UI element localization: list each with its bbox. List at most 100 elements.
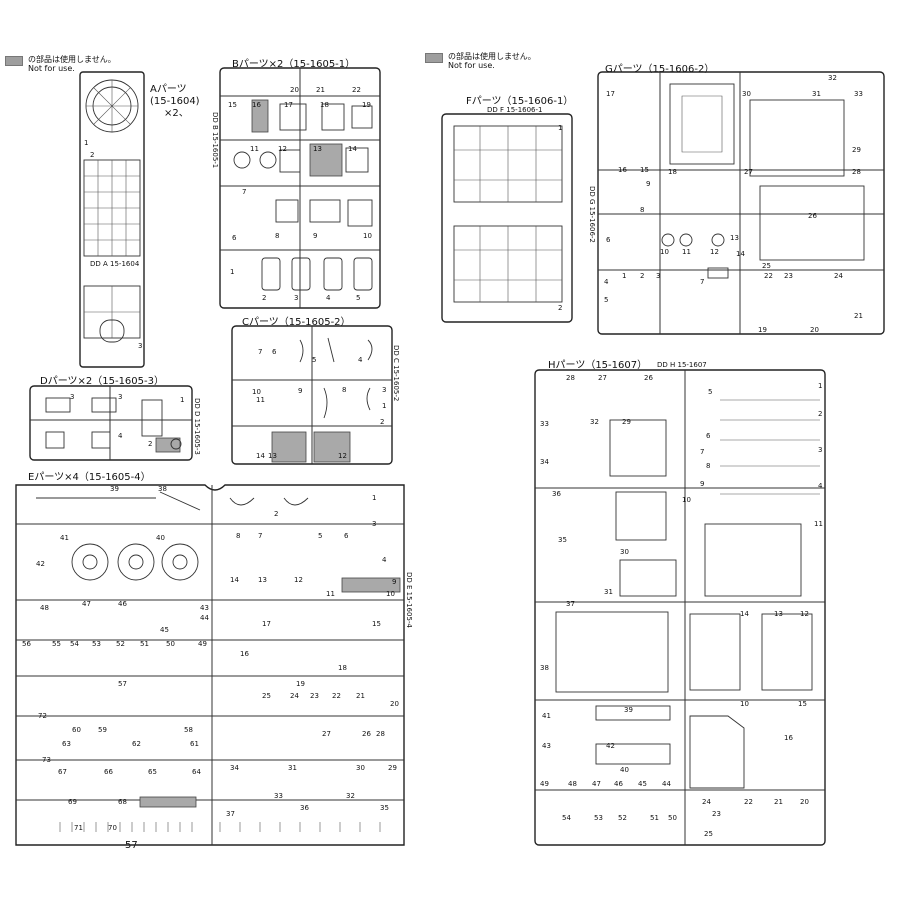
part-number-g-10: 10 bbox=[660, 248, 669, 256]
part-number-e-25: 25 bbox=[262, 692, 271, 700]
part-number-d-4: 4 bbox=[118, 432, 123, 440]
part-number-h-39: 39 bbox=[624, 706, 633, 714]
part-number-e-38: 38 bbox=[158, 485, 167, 493]
part-number-e-69: 69 bbox=[68, 798, 77, 806]
sprue-c-tag: DD C 15-1605-2 bbox=[392, 345, 400, 402]
part-number-h-36: 36 bbox=[552, 490, 561, 498]
part-number-e-19: 19 bbox=[296, 680, 305, 688]
sprue-g-tag: DD G 15-1606-2 bbox=[588, 186, 596, 243]
part-number-g-22: 22 bbox=[764, 272, 773, 280]
part-number-g-32: 32 bbox=[828, 74, 837, 82]
sprue-d-diagram bbox=[29, 385, 193, 461]
part-number-h-30: 30 bbox=[620, 548, 629, 556]
part-number-b-13: 13 bbox=[313, 145, 322, 153]
part-number-g-20: 20 bbox=[810, 326, 819, 334]
part-number-g-8: 8 bbox=[640, 206, 645, 214]
sprue-f-tag: DD F 15-1606-1 bbox=[487, 106, 543, 114]
part-number-h-54: 54 bbox=[562, 814, 571, 822]
part-number-h-37: 37 bbox=[566, 600, 575, 608]
part-number-c-8: 8 bbox=[342, 386, 347, 394]
part-number-b-19: 19 bbox=[362, 101, 371, 109]
part-number-e-11: 11 bbox=[326, 590, 335, 598]
part-number-a-3: 3 bbox=[138, 342, 143, 350]
part-number-b-6: 6 bbox=[232, 234, 237, 242]
part-number-e-10: 10 bbox=[386, 590, 395, 598]
part-number-b-18: 18 bbox=[320, 101, 329, 109]
part-number-g-18: 18 bbox=[668, 168, 677, 176]
part-number-b-4: 4 bbox=[326, 294, 331, 302]
part-number-g-1: 1 bbox=[622, 272, 627, 280]
part-number-h-31: 31 bbox=[604, 588, 613, 596]
part-number-e-53: 53 bbox=[92, 640, 101, 648]
part-number-e-43: 43 bbox=[200, 604, 209, 612]
part-number-g-30: 30 bbox=[742, 90, 751, 98]
part-number-e-46: 46 bbox=[118, 600, 127, 608]
part-number-b-20: 20 bbox=[290, 86, 299, 94]
part-number-h-41: 41 bbox=[542, 712, 551, 720]
part-number-h-34: 34 bbox=[540, 458, 549, 466]
part-number-d-3b: 3 bbox=[118, 393, 123, 401]
part-number-c-4: 4 bbox=[358, 356, 363, 364]
part-number-h-24: 24 bbox=[702, 798, 711, 806]
part-number-b-5: 5 bbox=[356, 294, 361, 302]
part-number-e-71: 71 bbox=[74, 824, 83, 832]
part-number-g-17: 17 bbox=[606, 90, 615, 98]
legend-jp: の部品は使用しません。 bbox=[448, 52, 536, 61]
part-number-h-35: 35 bbox=[558, 536, 567, 544]
part-number-c-12: 12 bbox=[338, 452, 347, 460]
part-number-b-21: 21 bbox=[316, 86, 325, 94]
part-number-b-22: 22 bbox=[352, 86, 361, 94]
part-number-e-65: 65 bbox=[148, 768, 157, 776]
sprue-c-title: Cパーツ（15-1605-2） bbox=[242, 317, 351, 328]
part-number-e-57: 57 bbox=[118, 680, 127, 688]
part-number-b-16: 16 bbox=[252, 101, 261, 109]
sprue-g-title: Gパーツ（15-1606-2） bbox=[605, 64, 715, 75]
part-number-e-49: 49 bbox=[198, 640, 207, 648]
part-number-b-12: 12 bbox=[278, 145, 287, 153]
part-number-e-64: 64 bbox=[192, 768, 201, 776]
part-number-h-23: 23 bbox=[712, 810, 721, 818]
part-number-h-33: 33 bbox=[540, 420, 549, 428]
legend-en: Not for use. bbox=[448, 61, 495, 70]
legend-jp: の部品は使用しません。 bbox=[28, 55, 116, 64]
part-number-g-27: 27 bbox=[744, 168, 753, 176]
part-number-e-9: 9 bbox=[392, 578, 397, 586]
part-number-e-44: 44 bbox=[200, 614, 209, 622]
part-number-h-14: 14 bbox=[740, 610, 749, 618]
part-number-h-12: 12 bbox=[800, 610, 809, 618]
part-number-e-62: 62 bbox=[132, 740, 141, 748]
part-number-g-24: 24 bbox=[834, 272, 843, 280]
part-number-e-6: 6 bbox=[344, 532, 349, 540]
part-number-h-44: 44 bbox=[662, 780, 671, 788]
part-number-f-1: 1 bbox=[558, 124, 563, 132]
part-number-h-11: 11 bbox=[814, 520, 823, 528]
part-number-h-40: 40 bbox=[620, 766, 629, 774]
part-number-g-7: 7 bbox=[700, 278, 705, 286]
sprue-c-diagram bbox=[231, 325, 393, 465]
part-number-g-26: 26 bbox=[808, 212, 817, 220]
part-number-d-3a: 3 bbox=[70, 393, 75, 401]
part-number-g-15: 15 bbox=[640, 166, 649, 174]
sprue-a-title: Aパーツ (15-1604) ×2、 bbox=[150, 84, 200, 119]
part-number-h-43: 43 bbox=[542, 742, 551, 750]
part-number-h-28: 28 bbox=[566, 374, 575, 382]
part-number-e-45: 45 bbox=[160, 626, 169, 634]
sprue-h-diagram bbox=[534, 369, 826, 846]
part-number-e-16: 16 bbox=[240, 650, 249, 658]
part-number-h-47: 47 bbox=[592, 780, 601, 788]
part-number-b-9: 9 bbox=[313, 232, 318, 240]
part-number-h-2: 2 bbox=[818, 410, 823, 418]
part-number-e-72: 72 bbox=[38, 712, 47, 720]
part-number-g-23: 23 bbox=[784, 272, 793, 280]
part-number-g-12: 12 bbox=[710, 248, 719, 256]
part-number-e-17: 17 bbox=[262, 620, 271, 628]
part-number-e-30: 30 bbox=[356, 764, 365, 772]
part-number-e-26: 26 bbox=[362, 730, 371, 738]
part-number-e-12: 12 bbox=[294, 576, 303, 584]
part-number-h-16: 16 bbox=[784, 734, 793, 742]
part-number-h-7: 7 bbox=[700, 448, 705, 456]
sprue-h-title: Hパーツ（15-1607） bbox=[548, 360, 648, 371]
sprue-d-tag: DD D 15-1605-3 bbox=[193, 398, 201, 455]
part-number-g-5: 5 bbox=[604, 296, 609, 304]
part-number-e-59: 59 bbox=[98, 726, 107, 734]
